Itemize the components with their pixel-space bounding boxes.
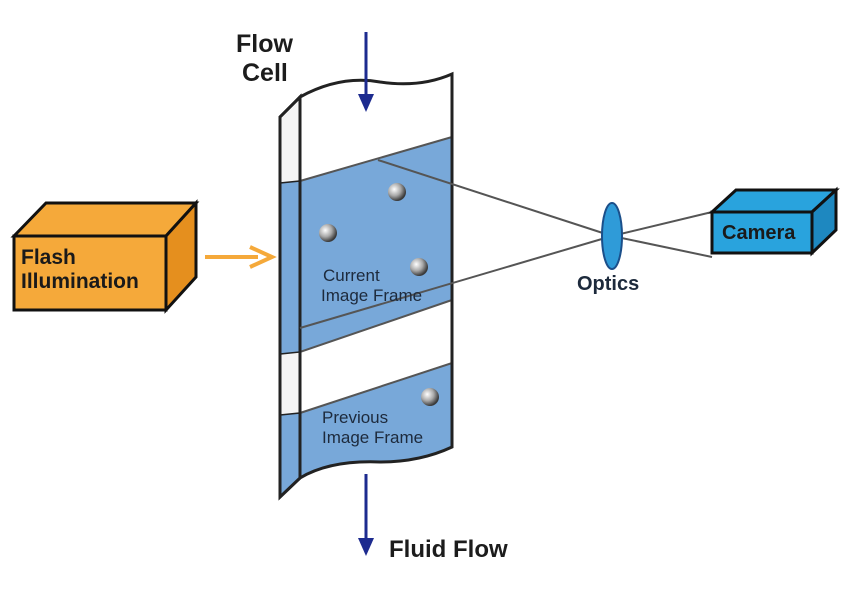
ray-camera-upper	[611, 211, 713, 237]
fluid-flow-label: Fluid Flow	[389, 536, 508, 563]
camera-box	[708, 186, 840, 257]
flow-cell-label-line2: Cell	[242, 58, 288, 87]
flash-label-line1: Flash	[21, 246, 76, 269]
flash-label-line2: Illumination	[21, 270, 139, 294]
ray-upper	[377, 159, 613, 237]
current-frame-label-line1: Current	[323, 266, 380, 285]
illumination-arrow	[205, 245, 277, 269]
optics-lens	[601, 202, 623, 270]
ray-lower	[299, 235, 613, 329]
particle-4	[421, 388, 439, 406]
flow-cell-side-outline	[278, 93, 302, 501]
incoming-flow-arrow	[358, 32, 374, 112]
previous-frame-label-line1: Previous	[322, 408, 389, 427]
particle-2	[319, 224, 337, 242]
flow-cell-label: Flow Cell	[236, 30, 293, 88]
previous-image-frame-label: Previous Image Frame	[322, 408, 423, 447]
ray-camera-lower	[611, 235, 713, 258]
fluid-flow-arrow	[358, 474, 374, 556]
current-frame-side	[279, 180, 301, 355]
flash-illumination-label: Flash Illumination	[21, 246, 139, 294]
current-image-frame-label: Current Image Frame	[321, 266, 422, 305]
flow-cell-outline	[298, 71, 454, 481]
flow-cell-label-line1: Flow	[236, 30, 293, 58]
flash-illumination-box	[10, 199, 200, 314]
optics-label: Optics	[577, 273, 640, 295]
particle-1	[388, 183, 406, 201]
previous-frame-side	[279, 412, 301, 499]
camera-label: Camera	[722, 222, 796, 244]
previous-frame-label-line2: Image Frame	[322, 427, 424, 447]
current-frame-label-line2: Image Frame	[321, 285, 423, 305]
particle-3	[410, 258, 428, 276]
